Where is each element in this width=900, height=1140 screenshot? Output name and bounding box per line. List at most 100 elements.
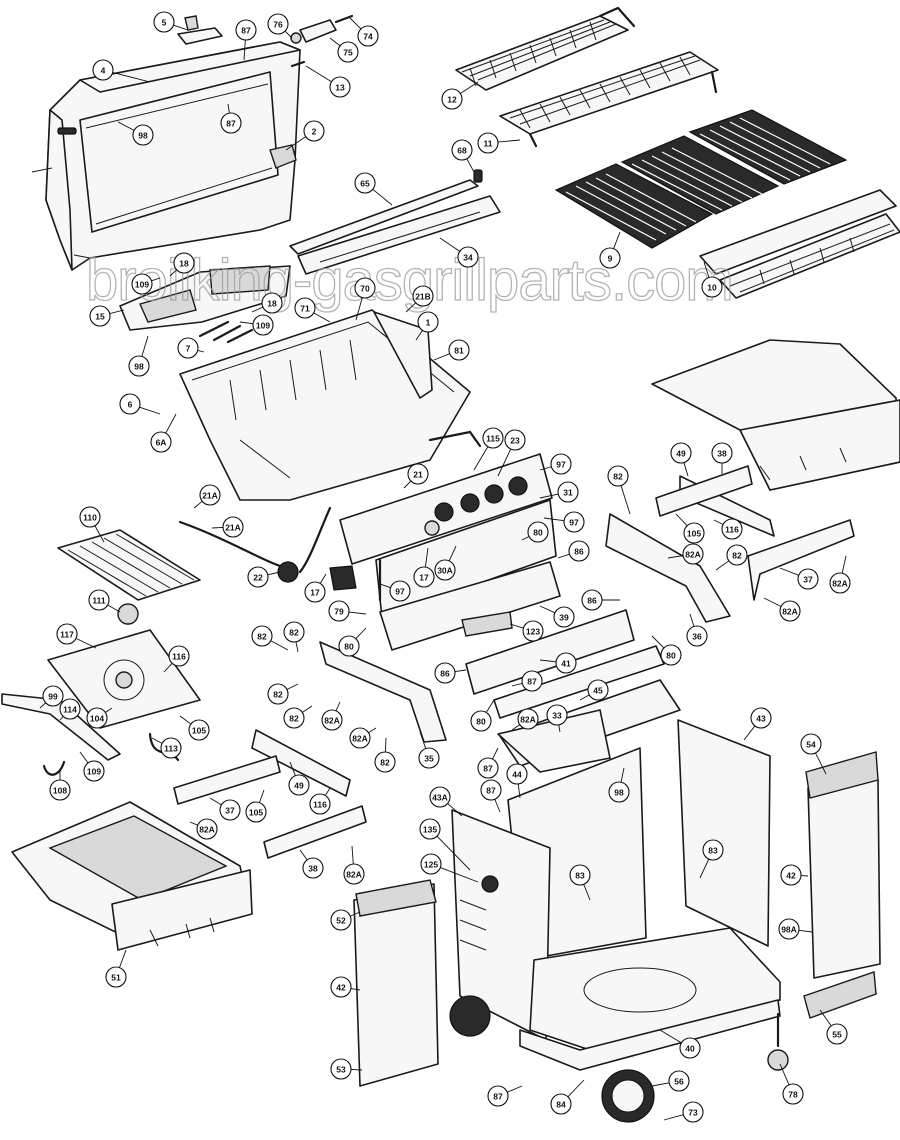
callout-label: 114 [63,705,77,715]
cooking-grids [554,109,848,249]
part-callout: 37 [797,568,819,590]
part-callout: 18 [261,292,283,314]
callout-circle [568,540,590,562]
part-callout: 82 [607,465,629,487]
cart-frame [451,679,781,1071]
callout-label: 71 [300,304,310,314]
callout-circle [86,707,108,729]
callout-circle [267,13,289,35]
gas-hose [178,506,357,591]
part-callout: 86 [434,662,456,684]
callout-circle [482,427,504,449]
part-callout: 80 [338,635,360,657]
part-callout: 115 [482,427,504,449]
callout-label: 42 [336,983,346,993]
part-callout: 71 [294,297,316,319]
part-callout: 87 [477,757,499,779]
callout-label: 75 [343,48,353,58]
callout-circle [294,297,316,319]
part-callout: 98 [132,124,154,146]
callout-leader-line [497,139,521,143]
callout-circle [702,839,724,861]
part-callout: 51 [105,966,127,988]
part-callout: 80 [660,644,682,666]
callout-circle [778,918,800,940]
callout-label: 1 [426,318,431,328]
part-callout: 73 [682,1101,704,1123]
callout-leader-line [683,462,689,477]
callout-leader-line [286,683,299,690]
callout-circle [607,465,629,487]
callout-circle [587,679,609,701]
callout-leader-line [348,611,367,615]
callout-label: 52 [336,916,346,926]
callout-circle [412,285,434,307]
callout-leader-line [75,637,97,649]
callout-label: 81 [454,346,464,356]
callout-label: 31 [563,488,573,498]
part-callout: 49 [288,774,310,796]
callout-leader-line [557,553,570,559]
callout-label: 98 [134,362,144,372]
part-callout: 111 [88,589,110,611]
part-callout: 98 [608,781,630,803]
callout-circle [349,727,371,749]
part-callout: 110 [79,506,101,528]
callout-circle [782,1083,804,1105]
callout-circle [670,442,692,464]
callout-leader-line [79,751,89,764]
callout-circle [173,252,195,274]
part-callout: 82A [349,727,371,749]
callout-leader-line [620,485,631,515]
callout-label: 21B [415,292,431,302]
part-callout: 2 [303,120,325,142]
callout-circle [417,311,439,333]
callout-label: 51 [111,973,121,983]
callout-leader-line [558,724,561,733]
callout-leader-line [117,121,135,131]
callout-leader-line [497,448,512,477]
part-callout: 36 [686,625,708,647]
callout-label: 97 [556,460,566,470]
callout-label: 86 [440,669,450,679]
callout-leader-line [169,269,177,277]
callout-label: 108 [53,786,67,796]
callout-leader-line [211,527,224,529]
callout-circle [550,1093,572,1115]
callout-circle [374,751,396,773]
callout-circle [477,757,499,779]
part-callout: 76 [267,13,289,35]
callout-leader-line [351,845,354,865]
callout-label: 80 [666,651,676,661]
callout-leader-line [258,789,265,803]
part-callout: 123 [522,620,544,642]
callout-label: 53 [336,1065,346,1075]
part-callout: 83 [702,839,724,861]
part-callout: 12 [441,88,463,110]
part-callout: 82A [829,572,851,594]
callout-circle [283,621,305,643]
callout-label: 82 [289,628,299,638]
callout-label: 82A [832,579,848,589]
callout-circle [330,1058,352,1080]
callout-leader-line [313,312,331,323]
callout-leader-line [403,480,412,489]
callout-leader-line [319,573,327,584]
callout-label: 80 [533,528,543,538]
callout-circle [506,763,528,785]
callout-circle [477,132,499,154]
part-callout: 105 [188,719,210,741]
callout-leader-line [620,767,625,783]
part-callout: 82A [517,708,539,730]
part-callout: 82A [779,600,801,622]
callout-circle [780,864,802,886]
callout-label: 15 [95,312,105,322]
part-callout: 54 [800,733,822,755]
callout-label: 83 [708,846,718,856]
callout-leader-line [567,1079,585,1098]
callout-label: 109 [135,280,149,290]
callout-leader-line [350,1069,363,1071]
part-callout: 7 [177,337,199,359]
part-callout: 82A [682,543,704,565]
part-callout: 84 [550,1093,572,1115]
